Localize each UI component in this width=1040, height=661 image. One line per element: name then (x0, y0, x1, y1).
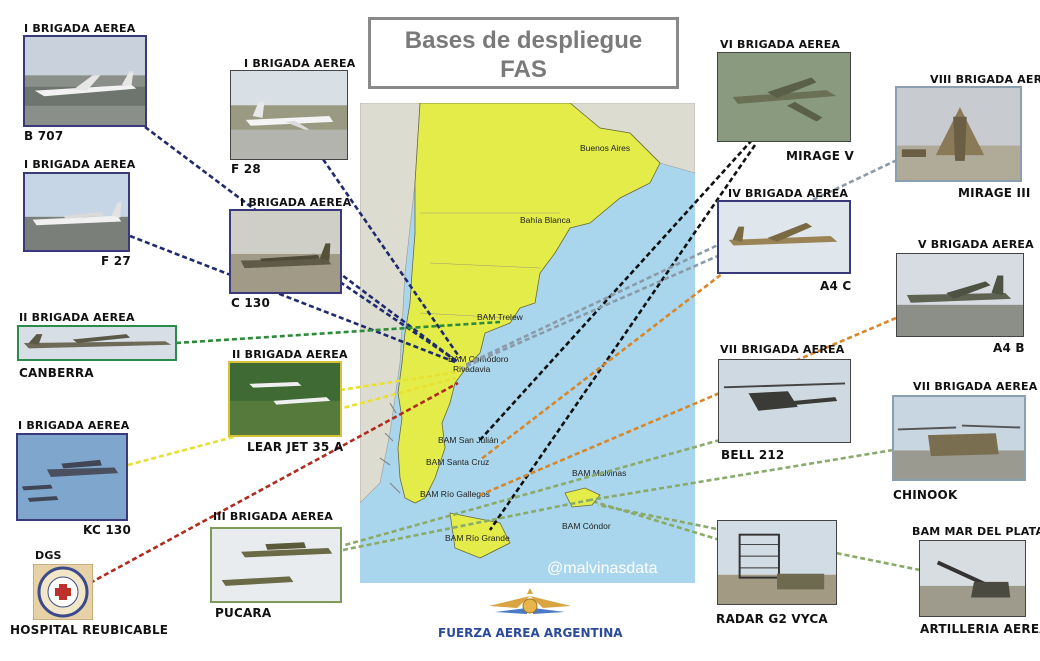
f27-brigade: I BRIGADA AEREA (24, 158, 136, 171)
chinook-photo (892, 395, 1026, 481)
artilleria-photo (919, 540, 1026, 617)
city-buenos-aires: Buenos Aires (580, 143, 631, 153)
c130-aircraft-image (231, 211, 340, 292)
pucara-brigade: III BRIGADA AEREA (213, 510, 333, 523)
a4c-aircraft-image (719, 202, 849, 272)
a4b-photo (896, 253, 1024, 337)
city-trelew: BAM Trelew (477, 312, 523, 322)
f27-photo (23, 172, 130, 252)
mirage5-name: MIRAGE V (786, 149, 855, 163)
kc130-brigade: I BRIGADA AEREA (18, 419, 130, 432)
mirage3-brigade: VIII BRIGADA AEREA (930, 73, 1040, 86)
f28-photo (230, 70, 348, 160)
learjet-aircraft-image (230, 363, 340, 435)
c130-name: C 130 (231, 296, 271, 310)
bell212-name: BELL 212 (721, 448, 785, 462)
learjet-photo (228, 361, 342, 437)
chinook-helicopter-image (894, 397, 1024, 479)
f28-aircraft-image (231, 71, 347, 159)
footer-fuerza-aerea: FUERZA AEREA ARGENTINA (438, 626, 623, 640)
c130-photo (229, 209, 342, 294)
a4c-name: A4 C (820, 279, 852, 293)
radar-name: RADAR G2 VYCA (716, 612, 828, 626)
learjet-brigade: II BRIGADA AEREA (232, 348, 348, 361)
hospital-name: HOSPITAL REUBICABLE (10, 623, 169, 637)
b707-photo (23, 35, 147, 127)
pucara-photo (210, 527, 342, 603)
title-line-1: Bases de despliegue (404, 27, 643, 54)
b707-aircraft-image (25, 37, 145, 125)
bell212-helicopter-image (719, 360, 850, 442)
mirage5-photo (717, 52, 851, 142)
bell212-photo (718, 359, 851, 443)
f28-brigade: I BRIGADA AEREA (244, 57, 356, 70)
title-line-2: FAS (500, 56, 547, 83)
artilleria-brigade: BAM MAR DEL PLATA (912, 525, 1040, 538)
mirage5-aircraft-image (718, 53, 850, 141)
hospital-brigade: DGS (35, 549, 62, 562)
city-santa-cruz: BAM Santa Cruz (426, 457, 490, 467)
chinook-name: CHINOOK (893, 488, 958, 502)
watermark: @malvinasdata (547, 560, 658, 577)
radar-image (718, 521, 836, 604)
canberra-name: CANBERRA (19, 366, 94, 380)
kc130-photo (16, 433, 128, 521)
b707-brigade: I BRIGADA AEREA (24, 22, 136, 35)
a4b-brigade: V BRIGADA AEREA (918, 238, 1034, 251)
b707-name: B 707 (24, 129, 64, 143)
city-bahia-blanca: Bahía Blanca (520, 215, 571, 225)
a4c-photo (717, 200, 851, 274)
city-malvinas: BAM Malvinas (572, 468, 627, 478)
map-graphic (360, 103, 695, 583)
kc130-name: KC 130 (83, 523, 131, 537)
kc130-aircraft-image (18, 435, 126, 519)
artilleria-name: ARTILLERIA AEREA (920, 622, 1040, 636)
mirage5-brigade: VI BRIGADA AEREA (720, 38, 841, 51)
canberra-brigade: II BRIGADA AEREA (19, 311, 135, 324)
city-rivadavia: Rivadavia (453, 364, 491, 374)
city-san-julian: BAM San Julián (438, 435, 499, 445)
mirage3-aircraft-image (897, 88, 1020, 180)
a4b-name: A4 B (993, 341, 1025, 355)
learjet-name: LEAR JET 35 A (247, 440, 344, 454)
chinook-brigade: VII BRIGADA AEREA (913, 380, 1038, 393)
a4b-aircraft-image (897, 254, 1023, 336)
mirage3-name: MIRAGE III (958, 186, 1031, 200)
hospital-seal-icon (33, 564, 93, 620)
city-comodoro: BAM Comodoro (448, 354, 509, 364)
bell212-brigade: VII BRIGADA AEREA (720, 343, 845, 356)
c130-brigade: I BRIGADA AEREA (240, 196, 352, 209)
diagram-title: Bases de despliegue FAS (368, 17, 679, 89)
radar-photo (717, 520, 837, 605)
city-condor: BAM Cóndor (562, 521, 611, 531)
f27-name: F 27 (101, 254, 131, 268)
artilleria-gun-image (920, 541, 1025, 616)
pucara-aircraft-image (212, 529, 340, 601)
f27-aircraft-image (25, 174, 128, 250)
mirage3-photo (895, 86, 1022, 182)
pucara-name: PUCARA (215, 606, 272, 620)
city-rio-gallegos: BAM Río Gallegos (420, 489, 490, 499)
city-rio-grande: BAM Río Grande (445, 533, 510, 543)
canberra-photo (17, 325, 177, 361)
argentina-map: Buenos Aires Bahía Blanca BAM Trelew BAM… (360, 103, 695, 583)
a4c-brigade: IV BRIGADA AEREA (728, 187, 849, 200)
f28-name: F 28 (231, 162, 261, 176)
fuerza-aerea-emblem-icon (489, 588, 571, 614)
canberra-aircraft-image (19, 327, 175, 359)
